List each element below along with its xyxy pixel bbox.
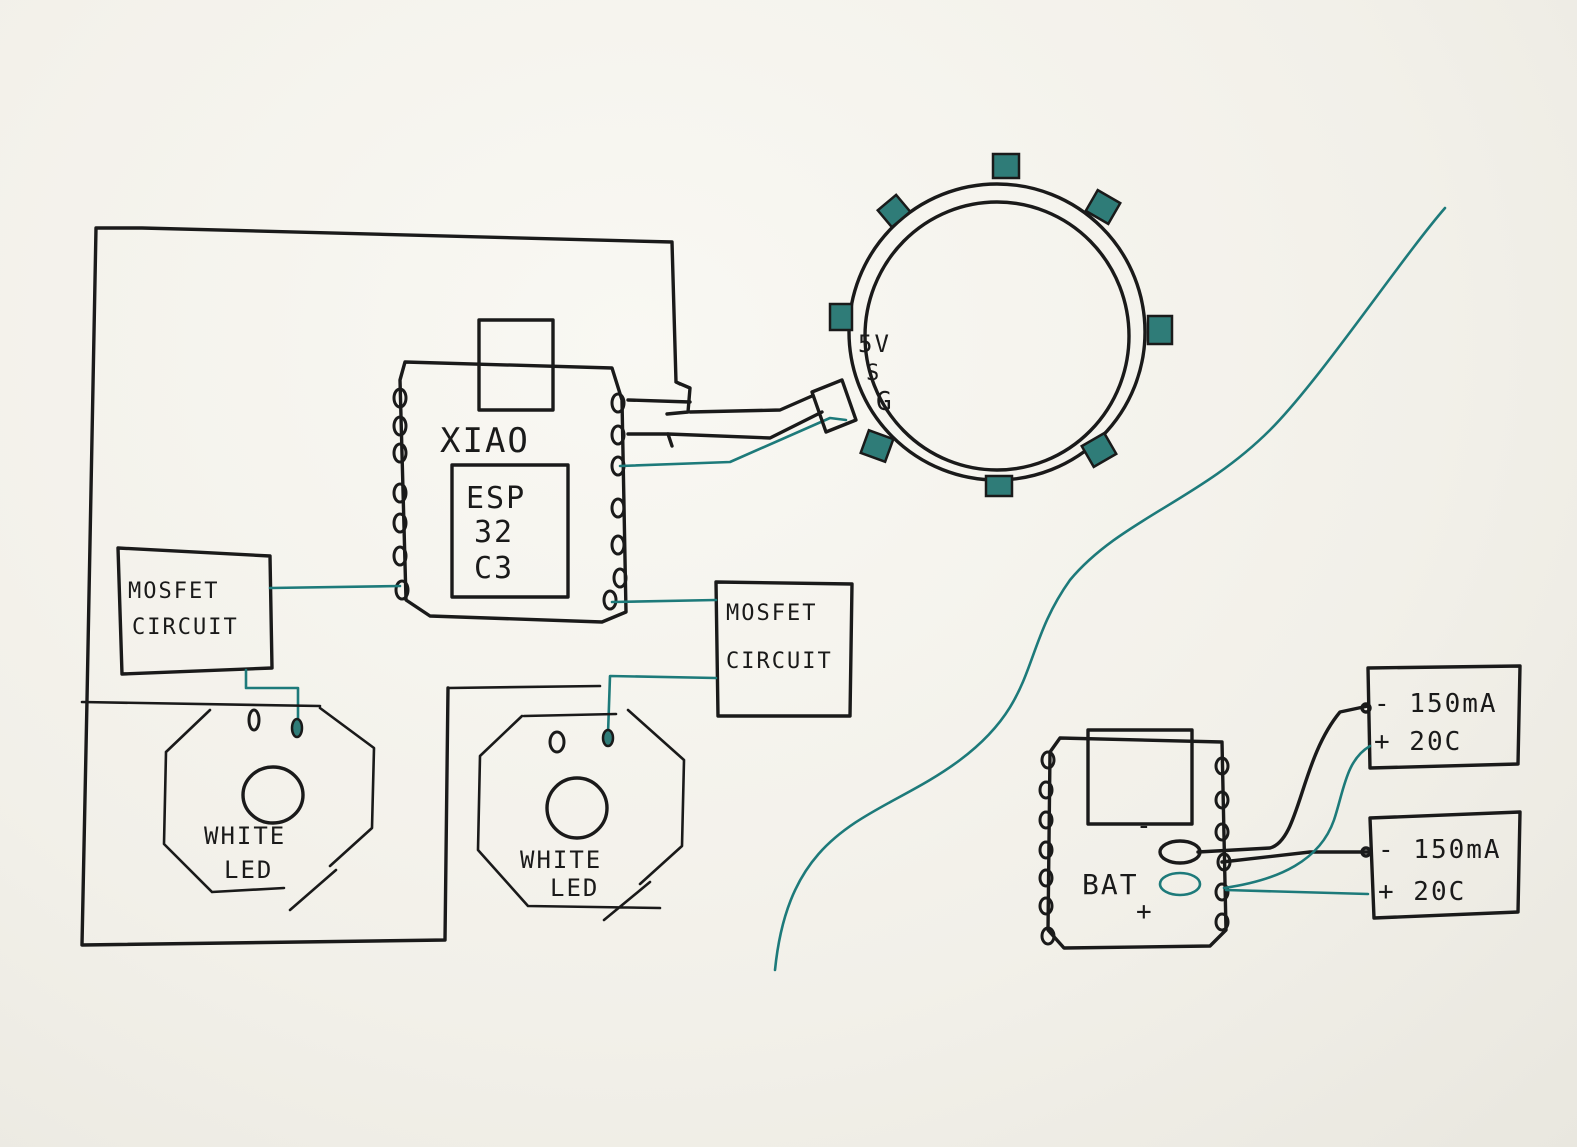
ring-led-2 <box>1084 188 1122 226</box>
esp-chip <box>450 463 570 599</box>
bat-label: BAT <box>1082 868 1139 901</box>
led-left-label-1: WHITE <box>204 822 286 850</box>
ring-led-3 <box>1146 314 1174 346</box>
wire-bat-plus <box>1222 744 1372 890</box>
led-right-lens <box>545 776 609 840</box>
ring-led-1 <box>991 152 1021 180</box>
battery-cell-1: - 150mA + 20C <box>1366 664 1522 770</box>
mosfet-left-label-2: CIRCUIT <box>132 615 239 640</box>
wire-mosfet-left-to-xiao <box>268 584 402 590</box>
wire-bat-minus-2 <box>1220 850 1370 864</box>
ring-led-7 <box>828 302 854 332</box>
bat-minus-pad <box>1158 839 1202 865</box>
led-right-label-2: LED <box>550 874 599 902</box>
esp-label-2: 32 <box>474 515 514 550</box>
wire-mosfet-right-to-led <box>606 674 718 736</box>
mosfet-circuit-right: MOSFET CIRCUIT <box>714 580 854 718</box>
led-right-label-1: WHITE <box>520 846 602 874</box>
bat-plus-label: + <box>1136 897 1154 927</box>
bat-plus-pad <box>1158 871 1202 897</box>
battery-charger-board: BAT - + <box>1038 728 1232 950</box>
ring-label-5v: 5V <box>858 330 891 358</box>
ring-label-s: S <box>866 361 881 386</box>
mosfet-right-label-2: CIRCUIT <box>726 649 833 674</box>
cell1-line1: - 150mA <box>1374 689 1498 719</box>
wire-signal-teal <box>618 416 848 468</box>
cell1-line2: + 20C <box>1374 727 1462 757</box>
mosfet-circuit-left: MOSFET CIRCUIT <box>116 546 274 676</box>
bat-minus-label: - <box>1136 811 1154 841</box>
charger-usb-connector <box>1086 728 1194 826</box>
wire-top-right-to-ring <box>626 398 692 448</box>
xiao-board: XIAO ESP 32 C3 <box>392 318 628 624</box>
led-left-lens <box>241 765 305 825</box>
xiao-left-pins <box>392 387 410 601</box>
charger-left-pins <box>1038 750 1056 946</box>
battery-cell-2: - 150mA + 20C <box>1368 810 1522 920</box>
charger-right-pins <box>1214 756 1232 932</box>
ring-led-6 <box>859 428 895 464</box>
esp-label-1: ESP <box>466 481 526 516</box>
wire-gnd <box>666 410 824 440</box>
ring-led-5 <box>984 474 1014 498</box>
xiao-label: XIAO <box>440 421 530 461</box>
wire-bat-minus <box>1196 704 1370 854</box>
mosfet-left-label-1: MOSFET <box>128 579 219 604</box>
wire-mosfet-left-to-led <box>244 668 300 726</box>
mosfet-right-label-1: MOSFET <box>726 601 817 626</box>
outer-wire-loop <box>80 226 692 947</box>
neopixel-ring: 5V S G <box>810 152 1174 498</box>
ring-led-8 <box>875 193 913 229</box>
cell2-line2: + 20C <box>1378 877 1466 907</box>
white-led-module-right: WHITE LED <box>446 684 686 922</box>
separator-curve <box>773 206 1447 972</box>
white-led-module-left: WHITE LED <box>80 700 376 912</box>
usb-connector <box>477 318 555 412</box>
ring-led-4 <box>1080 431 1118 469</box>
wire-bat-plus-2 <box>1224 888 1370 896</box>
led-left-label-2: LED <box>224 856 273 884</box>
ring-label-g: G <box>876 387 894 417</box>
ring-connector <box>810 378 858 434</box>
esp-label-3: C3 <box>474 551 514 586</box>
wire-5v <box>688 394 814 414</box>
wire-xiao-to-mosfet-right <box>610 598 718 604</box>
cell2-line1: - 150mA <box>1378 835 1502 865</box>
